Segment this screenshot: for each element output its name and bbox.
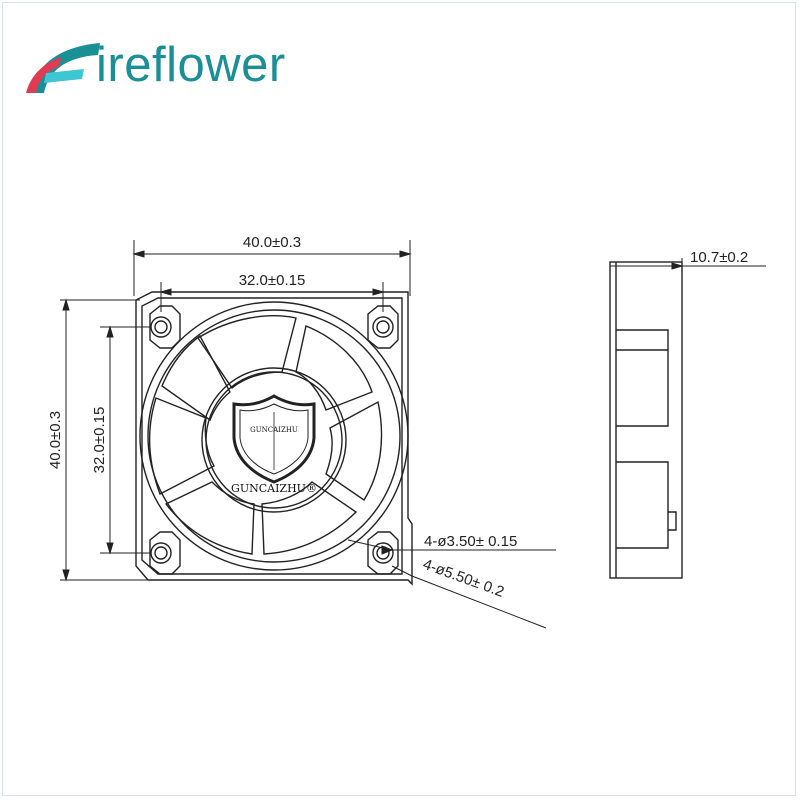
fireflower-f-icon bbox=[26, 43, 100, 93]
dim-hole-spacing-horizontal: 32.0±0.15 bbox=[239, 272, 306, 289]
fan-side-view bbox=[609, 261, 683, 579]
dim-hole-outer-diameter: 4-ø5.50± 0.2 bbox=[421, 556, 507, 601]
logo-text: ireflower bbox=[96, 37, 286, 92]
hub-brand-text: GUNCAIZHU® bbox=[231, 482, 317, 495]
fan-blades bbox=[148, 315, 383, 555]
mounting-hole-top-right bbox=[367, 305, 399, 349]
dim-overall-width: 40.0±0.3 bbox=[243, 234, 301, 251]
shield-icon bbox=[232, 394, 316, 484]
dim-hole-inner-diameter: 4-ø3.50± 0.15 bbox=[424, 533, 517, 550]
shield-label: GUNCAIZHU bbox=[250, 426, 298, 434]
mounting-hole-top-left bbox=[149, 305, 181, 349]
fireflower-logo: ireflower bbox=[22, 30, 286, 100]
mounting-hole-bottom-left bbox=[149, 531, 181, 575]
fan-housing-ring bbox=[139, 301, 409, 571]
dimension-lines-front bbox=[60, 240, 556, 629]
dim-thickness: 10.7±0.2 bbox=[690, 249, 748, 266]
fan-frame-outline bbox=[135, 291, 413, 586]
mounting-holes bbox=[149, 305, 399, 575]
dimension-lines-side bbox=[610, 258, 766, 274]
fan-hub bbox=[201, 367, 347, 513]
dim-hole-spacing-vertical: 32.0±0.15 bbox=[91, 407, 108, 474]
dim-overall-height: 40.0±0.3 bbox=[47, 411, 64, 469]
